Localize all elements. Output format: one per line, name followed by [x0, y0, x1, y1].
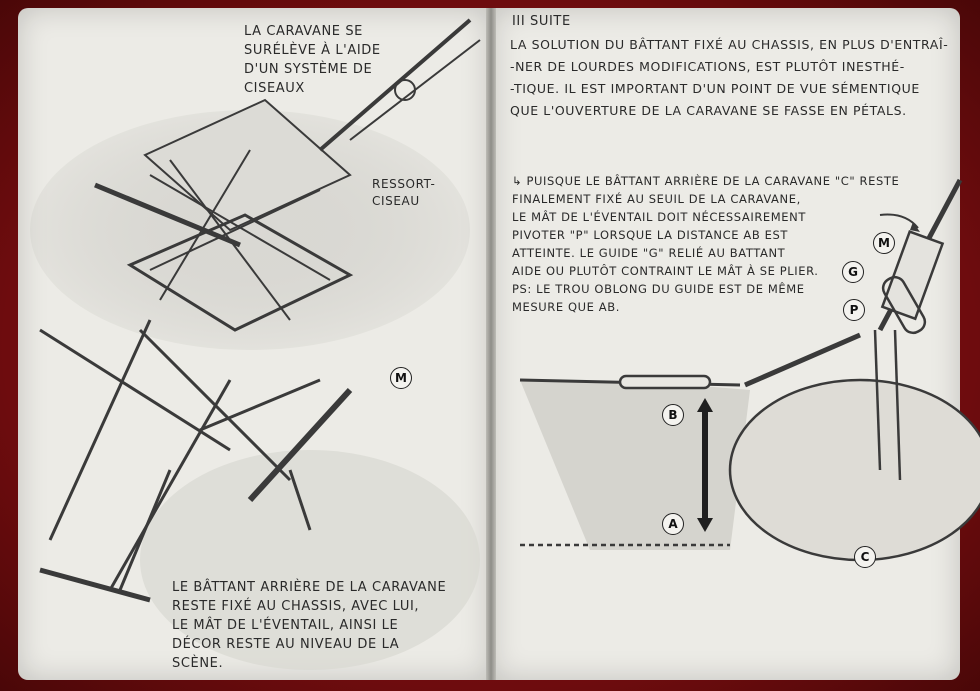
scissor-lift-sketch — [30, 18, 481, 350]
caption-scissor-lift: LA CARAVANE SE SURÉLÈVE À L'AIDE D'UN SY… — [244, 24, 381, 96]
note-pivot-explanation: ↳ PUISQUE LE BÂTTANT ARRIÈRE DE LA CARAV… — [512, 174, 900, 314]
caption-spring-scissor: RESSORT- CISEAU — [372, 177, 436, 208]
label-b: B — [662, 404, 684, 426]
caption-rear-flap: LE BÂTTANT ARRIÈRE DE LA CARAVANE RESTE … — [172, 580, 447, 671]
label-m-left: M — [390, 367, 412, 389]
section-header: III SUITE — [512, 14, 571, 29]
label-a: A — [662, 513, 684, 535]
right-page — [492, 8, 960, 680]
paragraph-solution: LA SOLUTION DU BÂTTANT FIXÉ AU CHASSIS, … — [510, 37, 949, 118]
label-m-right: M — [873, 232, 895, 254]
label-g: G — [842, 261, 864, 283]
book-gutter — [486, 8, 496, 680]
fan-mast-sketch — [39, 319, 480, 670]
label-c: C — [854, 546, 876, 568]
label-p: P — [843, 299, 865, 321]
